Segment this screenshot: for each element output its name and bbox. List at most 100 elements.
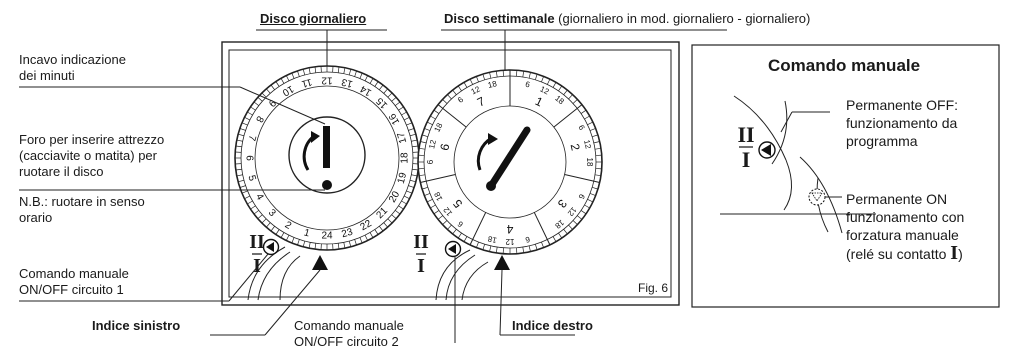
weekly-tick	[522, 70, 525, 78]
right-index-triangle	[494, 255, 510, 270]
daily-tick	[406, 122, 413, 126]
weekly-day-number: 4	[506, 222, 513, 236]
permanent-off-text: Permanente OFF: funzionamento da program…	[846, 97, 959, 149]
daily-tick	[412, 145, 419, 148]
daily-tick	[359, 237, 363, 244]
weekly-tick	[541, 76, 544, 83]
daily-tick	[379, 226, 384, 232]
switch-2-mark-upper: II	[413, 231, 429, 253]
daily-tick	[275, 229, 280, 235]
rotation-note: N.B.: ruotare in senso orario	[19, 194, 145, 225]
daily-tick	[291, 237, 295, 244]
weekly-day-number: 6	[437, 142, 452, 152]
daily-tick	[343, 67, 346, 74]
daily-tick	[257, 214, 263, 219]
daily-tick	[411, 174, 418, 177]
daily-dial-number: 16	[387, 111, 402, 127]
weekly-day-number: 2	[568, 142, 583, 152]
weekly-hour-mark: 18	[432, 121, 444, 133]
daily-tick	[266, 88, 271, 94]
weekly-tick	[546, 78, 551, 85]
weekly-tick	[457, 232, 462, 239]
manual-panel-title: Comando manuale	[768, 56, 921, 75]
daily-tick	[235, 168, 242, 171]
weekly-hour-mark: 12	[505, 237, 514, 246]
switch-2-mark-lower: I	[417, 255, 425, 277]
daily-tick	[403, 195, 410, 200]
daily-tick	[348, 240, 352, 247]
weekly-tick	[535, 244, 538, 251]
panel-toggle-on	[808, 188, 826, 206]
weekly-tick	[587, 198, 594, 203]
weekly-hour-mark: 6	[576, 192, 586, 200]
permanent-on-text: Permanente ON funzionamento con forzatur…	[846, 191, 965, 262]
daily-tick	[302, 240, 306, 247]
tool-hole-label: Foro per inserire attrezzo (cacciavite o…	[19, 132, 165, 179]
switch-1-arrow	[266, 242, 274, 252]
weekly-tick	[447, 224, 452, 230]
daily-tick	[343, 242, 346, 249]
weekly-tick	[528, 72, 531, 79]
daily-disc-label: Disco giornaliero	[260, 11, 367, 26]
daily-dial-number: 4	[253, 192, 266, 203]
panel-mark-upper: II	[737, 122, 755, 147]
daily-dial-number: 6	[243, 155, 254, 161]
switch-housings	[247, 246, 489, 301]
figure-label: Fig. 6	[638, 281, 669, 295]
weekly-tick	[577, 215, 583, 220]
daily-tick	[238, 133, 245, 137]
daily-tick	[244, 116, 251, 121]
daily-dial-pointer	[323, 126, 330, 168]
weekly-tick	[552, 236, 557, 242]
daily-tick	[354, 239, 357, 246]
weekly-tick	[528, 245, 531, 252]
weekly-tick	[469, 212, 487, 246]
weekly-tick	[457, 85, 462, 92]
weekly-tick	[433, 109, 440, 114]
weekly-hour-mark: 6	[456, 219, 466, 229]
daily-tick	[241, 190, 248, 194]
weekly-hour-mark: 6	[524, 80, 531, 90]
daily-tick	[391, 97, 397, 102]
daily-tick	[374, 229, 379, 235]
panel-mark-lower: I	[741, 147, 751, 172]
weekly-tick	[421, 187, 428, 190]
weekly-tick	[489, 72, 492, 79]
weekly-tick	[482, 244, 485, 251]
daily-tick	[387, 218, 393, 224]
daily-tick	[411, 139, 418, 142]
daily-tick	[403, 116, 410, 121]
weekly-tick	[442, 99, 448, 104]
weekly-tick	[421, 134, 428, 137]
daily-tick	[354, 70, 357, 77]
daily-dial-number: 5	[245, 174, 257, 183]
daily-tick	[348, 69, 352, 76]
daily-dial-number: 20	[387, 189, 402, 205]
daily-tick	[314, 66, 317, 73]
daily-tick	[275, 81, 280, 87]
weekly-tick	[589, 193, 596, 196]
daily-tick	[244, 195, 251, 200]
weekly-tick	[568, 94, 573, 100]
daily-tick	[280, 232, 285, 238]
weekly-tick	[584, 115, 590, 120]
daily-tick	[359, 72, 363, 79]
daily-tick	[408, 185, 415, 188]
weekly-hour-mark: 18	[432, 190, 444, 202]
switch-1-mark-lower: I	[253, 255, 261, 277]
daily-tick	[364, 75, 369, 82]
daily-tick	[308, 67, 311, 74]
daily-tick	[337, 243, 340, 250]
daily-tick	[285, 234, 290, 241]
daily-tick	[398, 106, 404, 111]
weekly-tick	[495, 70, 498, 78]
weekly-tick	[430, 115, 436, 120]
weekly-dial-pointer	[487, 126, 531, 190]
daily-tick	[374, 81, 379, 87]
weekly-tick	[469, 78, 474, 85]
daily-tick	[308, 242, 311, 249]
weekly-dial-hole	[486, 181, 496, 191]
daily-rotation-arrowhead	[311, 131, 320, 143]
